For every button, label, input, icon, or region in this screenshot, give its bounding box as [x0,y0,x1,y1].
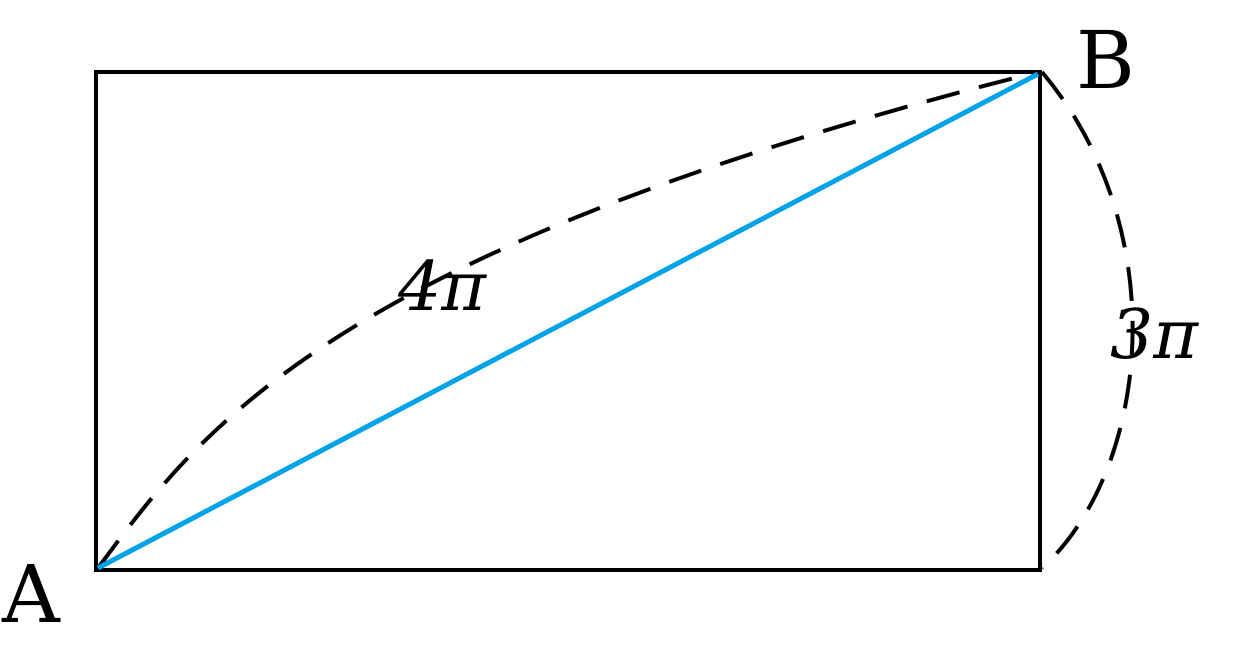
label-point-a: A [1,548,61,641]
rectangle [94,70,1042,572]
right-dashed-arc [1040,70,1135,570]
label-point-b: B [1076,14,1135,107]
label-right-arc: 3π [1110,296,1199,375]
label-top-arc: 4π [397,248,487,327]
top-dashed-arc [96,70,1039,570]
diagonal-ab [96,71,1040,571]
